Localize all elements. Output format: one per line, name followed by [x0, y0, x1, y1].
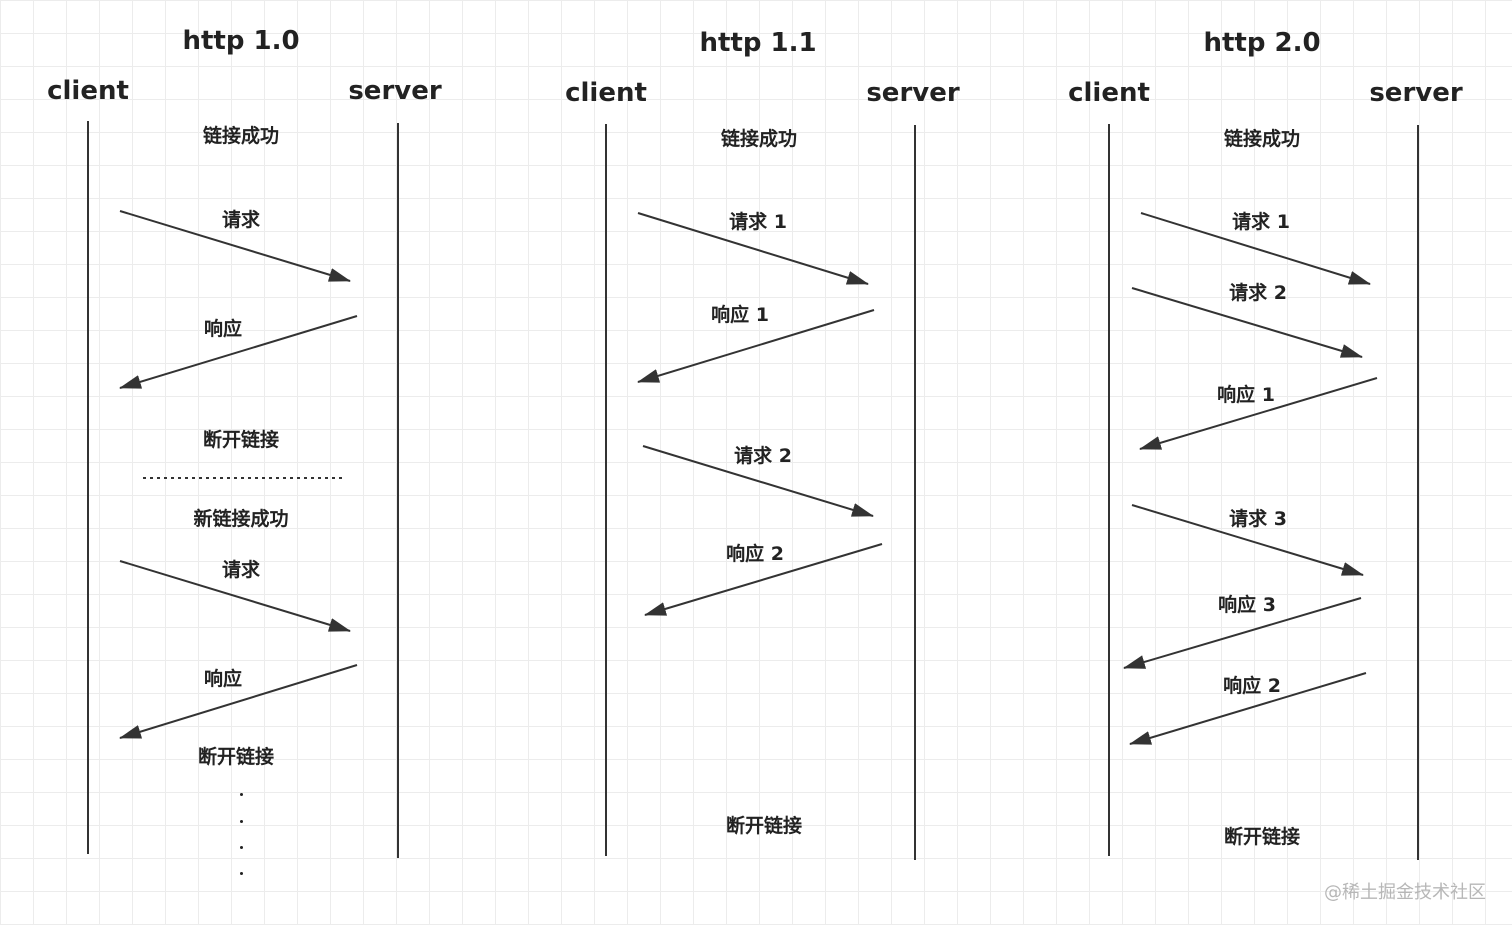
response-label: 响应 1 [1217, 384, 1275, 406]
server-lifeline-http11 [914, 125, 916, 860]
panel-title-http10: http 1.0 [182, 26, 300, 56]
client-lifeline-http20 [1108, 124, 1110, 856]
client-label-http20: client [1068, 78, 1150, 108]
server-label-http10: server [348, 76, 442, 106]
disconnect-label: 断开链接 [1223, 826, 1301, 848]
server-lifeline-http20 [1417, 125, 1419, 860]
connect-label: 链接成功 [720, 128, 798, 150]
response-label: 响应 2 [1223, 675, 1281, 697]
request-label: 请求 2 [1229, 282, 1287, 304]
panel-title-http11: http 1.1 [699, 28, 817, 58]
request-arrow [642, 445, 874, 517]
request-label: 请求 1 [729, 211, 787, 233]
response-arrow [637, 309, 875, 383]
ellipsis-dot [240, 872, 243, 875]
response-arrow [119, 315, 358, 389]
request-arrow [1140, 212, 1371, 285]
ellipsis-dot [240, 820, 243, 823]
response-arrow [1129, 672, 1367, 745]
response-label: 响应 [203, 668, 243, 690]
client-lifeline-http11 [605, 124, 607, 856]
panel-title-http20: http 2.0 [1203, 28, 1321, 58]
server-label-http20: server [1369, 78, 1463, 108]
new-connect-label: 新链接成功 [193, 508, 289, 530]
request-arrow [119, 560, 351, 632]
connect-label: 链接成功 [1223, 128, 1301, 150]
client-lifeline-http10 [87, 121, 89, 854]
response-arrow [119, 664, 358, 739]
request-label: 请求 1 [1232, 211, 1290, 233]
response-arrow [1139, 377, 1378, 450]
request-label: 请求 [221, 559, 261, 581]
response-label: 响应 3 [1218, 594, 1276, 616]
client-label-http11: client [565, 78, 647, 108]
request-label: 请求 2 [734, 445, 792, 467]
ellipsis-dot [240, 846, 243, 849]
request-arrow [1131, 504, 1364, 576]
request-arrow [1131, 287, 1363, 358]
disconnect-label: 断开链接 [202, 429, 280, 451]
response-label: 响应 2 [726, 543, 784, 565]
server-label-http11: server [866, 78, 960, 108]
request-arrow [119, 210, 351, 282]
response-arrow [1123, 597, 1362, 669]
response-label: 响应 [203, 318, 243, 340]
server-lifeline-http10 [397, 123, 399, 858]
request-arrow [637, 212, 869, 285]
response-arrow [644, 543, 883, 616]
connect-label: 链接成功 [202, 125, 280, 147]
request-label: 请求 3 [1229, 508, 1287, 530]
response-label: 响应 1 [711, 304, 769, 326]
ellipsis-dot [240, 793, 243, 796]
disconnect-label: 断开链接 [197, 746, 275, 768]
client-label-http10: client [47, 76, 129, 106]
request-label: 请求 [221, 209, 261, 231]
disconnect-label: 断开链接 [725, 815, 803, 837]
watermark: @稀土掘金技术社区 [1324, 882, 1486, 903]
